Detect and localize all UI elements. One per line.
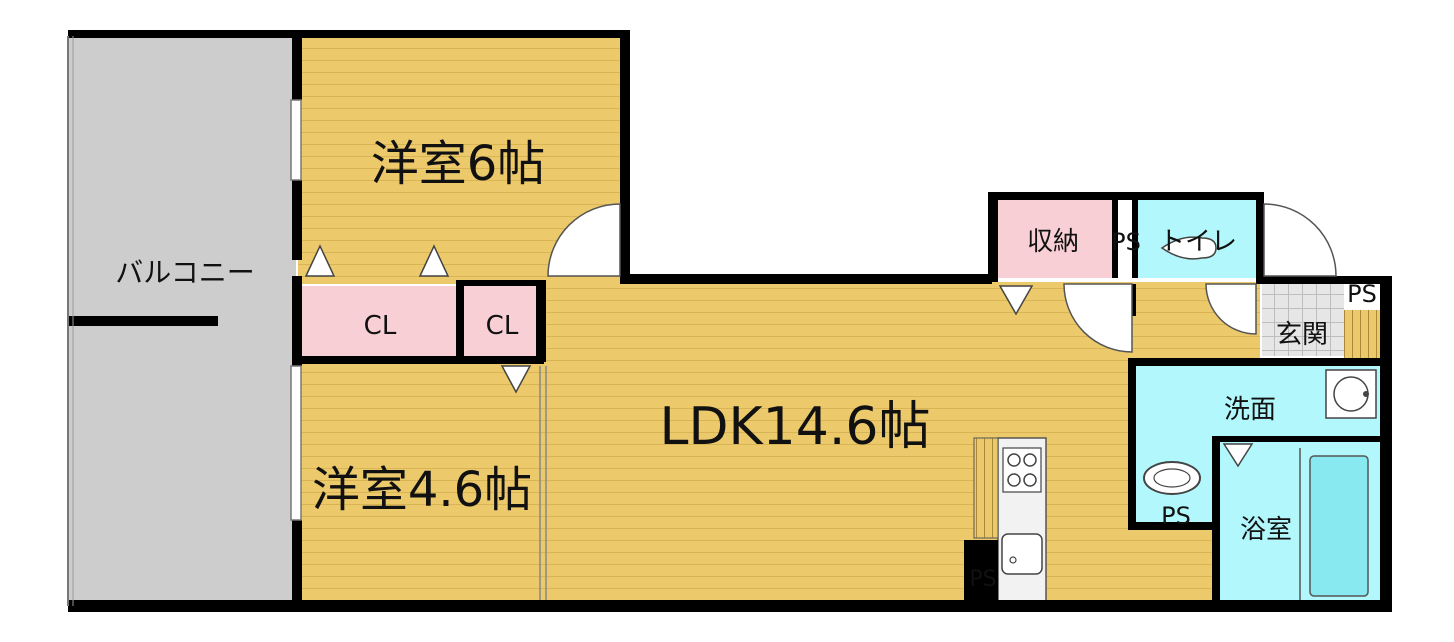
- door-entrance: [1205, 283, 1257, 335]
- ps-toilet-label: PS: [1111, 228, 1141, 256]
- closet-1-label: CL: [364, 311, 397, 341]
- toilet-label: トイレ: [1159, 227, 1237, 257]
- wash-basin-icon: [1143, 461, 1201, 495]
- ps-entrance-label: PS: [1347, 280, 1377, 308]
- storage-label: 収納: [1027, 227, 1079, 257]
- door-room6: [547, 203, 621, 277]
- bathroom-label: 浴室: [1240, 515, 1292, 545]
- bathtub: [1309, 455, 1369, 597]
- ps-kitchen-label: PS: [969, 567, 996, 592]
- ldk-label: LDK14.6帖: [660, 397, 931, 457]
- kitchen-back-panel: [973, 437, 999, 539]
- entrance-label: 玄関: [1276, 320, 1328, 350]
- room-46-label: 洋室4.6帖: [312, 462, 532, 518]
- sink-icon: [1001, 533, 1043, 575]
- washroom-label: 洗面: [1224, 395, 1276, 425]
- entrance-floor: [1262, 284, 1344, 356]
- closet-1-floor: [300, 286, 456, 358]
- entrance-step: [1344, 310, 1380, 358]
- balcony-label: バルコニー: [115, 256, 254, 289]
- room-46-floor: [298, 362, 544, 606]
- toilet-bowl-icon: [1160, 236, 1217, 260]
- room-6-label: 洋室6帖: [371, 136, 546, 192]
- ps-washroom-label: PS: [1161, 502, 1191, 530]
- closet-2-label: CL: [486, 311, 519, 341]
- stove-icon: [1002, 447, 1042, 493]
- storage-floor: [992, 198, 1114, 278]
- closet-2-floor: [464, 286, 542, 358]
- door-ldk-hall: [1063, 283, 1133, 353]
- door-toilet: [1263, 203, 1337, 277]
